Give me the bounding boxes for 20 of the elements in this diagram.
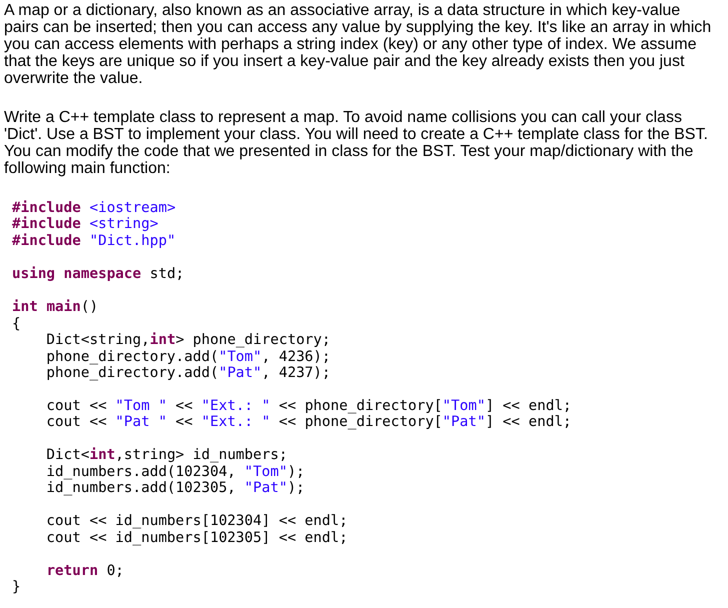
code-line: phone_directory.add("Tom", 4236); [45,349,331,365]
code-line: Dict<string,int> phone_directory; [45,332,330,348]
code-line: #include <iostream> [12,200,176,216]
paragraph: A map or a dictionary, also known as an associative array, is a data structure in which key-value pairs can be inserted; then you can access any value by supplying the key. It's like an array in which you can access elements with perhaps a string index (key) or any other type of index. We assume that the keys are unique so if you insert a key-value pair and the key already exists then you just overwrite the value. [4,2,712,87]
code-line: #include <string> [12,216,158,232]
code-line: } [12,579,21,595]
code-line: cout << id_numbers[102304] << endl; [45,513,348,529]
code-line: cout << "Pat " << "Ext.: " << phone_directory["Pat"] << endl; [45,414,572,430]
paragraph: Write a C++ template class to represent a map. To avoid name collisions you can call your class 'Dict'. Use a BST to implement your class. You will need to create a C++ template class for the BST. You can modify the code that we presented in class for the BST. Test your map/dictionary with the following main function: [4,109,709,177]
code-line: phone_directory.add("Pat", 4237); [45,365,331,381]
code-line: id_numbers.add(102305, "Pat"); [45,480,305,496]
code-line: return 0; [45,563,124,579]
code-line: { [12,316,21,332]
code-line: cout << "Tom " << "Ext.: " << phone_directory["Tom"] << endl; [45,398,572,414]
code-line: int main() [12,299,98,315]
code-line: using namespace std; [12,266,184,282]
code-line: #include "Dict.hpp" [12,233,176,249]
code-line: cout << id_numbers[102305] << endl; [45,530,348,546]
code-line: id_numbers.add(102304, "Tom"); [45,464,305,480]
code-line: Dict<int,string> id_numbers; [45,447,288,463]
